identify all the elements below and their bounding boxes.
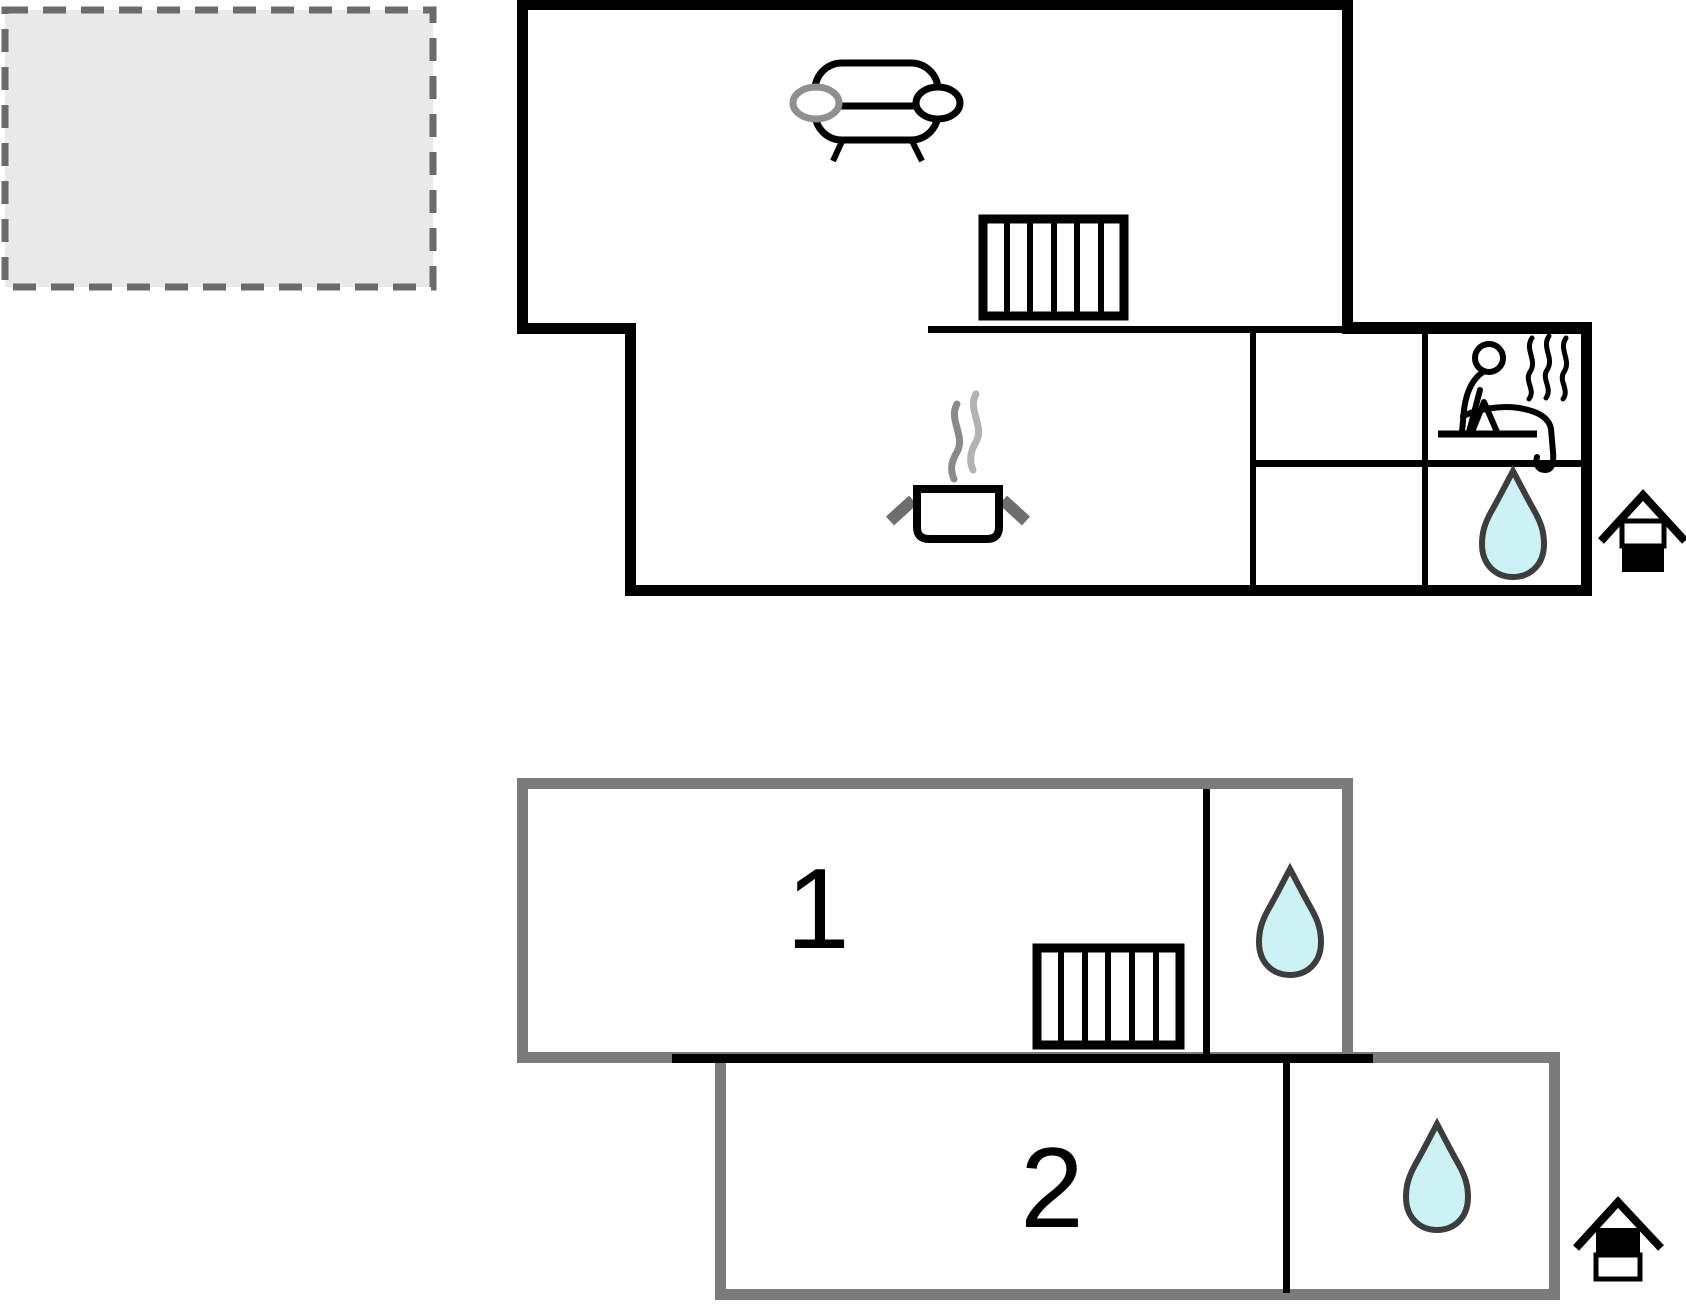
- bedroom-2-label: 2: [1020, 1125, 1083, 1252]
- house-lower-storey: [1622, 546, 1664, 572]
- lower-floor-plan: 1 2: [517, 778, 1664, 1300]
- sauna-steam-3: [1559, 335, 1570, 402]
- bedroom-1-label: 1: [786, 846, 849, 973]
- upper-wall-step-left: [625, 323, 636, 596]
- bedroom1-wall-left: [517, 778, 528, 1063]
- steam-line-dark: [948, 400, 964, 483]
- upper-floor-plan: [517, 0, 1686, 596]
- bathroom1-divider: [1203, 789, 1210, 1056]
- kitchen-counter-line: [928, 326, 1348, 333]
- upper-wall-extension-top: [1342, 322, 1592, 334]
- lower-shared-wall: [672, 1054, 1373, 1063]
- upper-wall-step-bottom: [517, 323, 636, 334]
- pot-handle-right: [998, 495, 1031, 526]
- water-drop-icon-bath1: [1255, 862, 1325, 979]
- steam-line-light: [967, 390, 983, 474]
- upper-wall-extension-right: [1581, 322, 1592, 596]
- sauna-person-steam-icon: [1438, 333, 1570, 474]
- sofa-armrest-left: [789, 83, 843, 123]
- bedroom1-wall-right: [1342, 778, 1353, 1063]
- sauna-person-back: [1459, 369, 1486, 435]
- house-upper-storey: [1619, 518, 1667, 549]
- sauna-person-leg: [1460, 404, 1557, 474]
- upper-floor-walls: [517, 0, 1592, 596]
- sauna-person-head: [1472, 341, 1506, 375]
- radiator-icon-upper: [978, 214, 1129, 321]
- terrace-dashed-area: [1, 6, 437, 291]
- upper-wall-bottom: [625, 585, 1592, 596]
- bedroom2-wall-bottom: [715, 1289, 1560, 1300]
- cooking-pot-steam-icon: [885, 390, 1031, 543]
- radiator-icon-lower: [1032, 943, 1185, 1050]
- water-drop-icon-bath2: [1402, 1117, 1472, 1234]
- bedroom2-wall-left: [715, 1052, 726, 1300]
- upper-wall-right-main: [1342, 0, 1353, 334]
- sauna-steam-1: [1525, 335, 1536, 402]
- bedroom1-wall-top: [517, 778, 1353, 789]
- hall-divider-left: [1250, 326, 1256, 590]
- pot-body: [913, 485, 1003, 543]
- sauna-steam-2: [1542, 333, 1553, 401]
- sofa-armrest-right: [912, 83, 964, 123]
- house-entrance-icon-upper: [1598, 489, 1686, 572]
- house-roof: [1573, 1196, 1664, 1251]
- house-entrance-icon-lower: [1573, 1196, 1664, 1282]
- house-upper-storey: [1596, 1228, 1640, 1255]
- water-drop-icon-shower: [1478, 464, 1548, 581]
- upper-wall-top: [517, 0, 1353, 10]
- bathroom2-divider: [1283, 1061, 1290, 1293]
- bedroom2-wall-right: [1549, 1052, 1560, 1300]
- house-lower-storey: [1593, 1252, 1643, 1282]
- pot-handle-left: [885, 495, 918, 526]
- upper-floor-partitions: [928, 326, 1586, 590]
- house-roof: [1598, 489, 1686, 544]
- sauna-person-knee: [1469, 399, 1500, 435]
- upper-wall-left: [517, 0, 528, 334]
- sauna-shower-divider: [1250, 460, 1586, 467]
- sofa-icon: [789, 59, 964, 163]
- bedroom-1-walls: [517, 778, 1353, 1063]
